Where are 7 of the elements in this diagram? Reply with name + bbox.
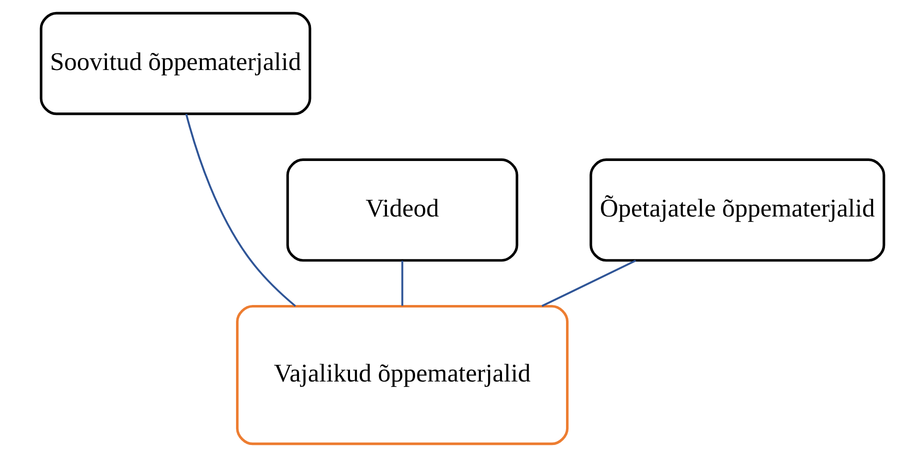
connector: [184, 114, 296, 307]
node-box: Õpetajatele õppematerjalid: [589, 158, 885, 262]
connector: [541, 260, 636, 307]
node-box: Videod: [286, 158, 518, 262]
node-box: Soovitud õppematerjalid: [39, 12, 311, 116]
connector: [400, 260, 403, 306]
node-box: Vajalikud õppematerjalid: [236, 304, 568, 446]
